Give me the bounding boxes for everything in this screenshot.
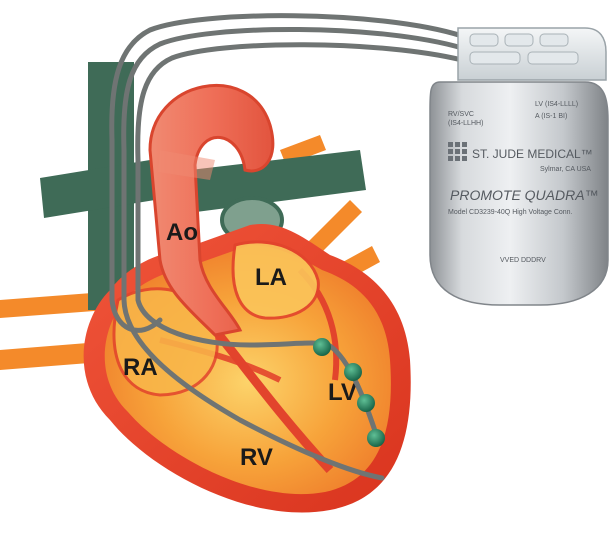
label-ao: Ao (166, 219, 198, 246)
electrode-3 (357, 394, 375, 412)
aorta (148, 84, 275, 337)
electrode-1 (313, 338, 331, 356)
device-location: Sylmar, CA USA (540, 166, 591, 173)
icd-device: RV/SVC (IS4-LLHH) LV (IS4-LLLL) A (IS-1 … (429, 27, 609, 306)
label-lv: LV (328, 379, 357, 406)
sjm-logo-icon (448, 142, 467, 161)
label-la: LA (255, 264, 287, 291)
electrode-4 (367, 429, 385, 447)
device-header-left-1: RV/SVC (448, 111, 474, 118)
device-header-left-2: (IS4-LLHH) (448, 120, 483, 127)
ra-lead (109, 13, 465, 333)
electrode-2 (344, 363, 362, 381)
label-rv: RV (240, 444, 273, 471)
rv-lead (121, 27, 465, 481)
device-product: PROMOTE QUADRA™ (450, 187, 599, 203)
lv-electrodes (313, 338, 385, 447)
device-can (429, 81, 609, 306)
device-model: Model CD3239-40Q High Voltage Conn. (448, 209, 573, 216)
device-mode: VVED DDDRV (500, 257, 546, 264)
device-port-lv: LV (IS4-LLLL) (535, 101, 578, 108)
device-port-a: A (IS-1 BI) (535, 113, 567, 120)
device-brand: ST. JUDE MEDICAL™ (472, 147, 593, 161)
heart (83, 224, 411, 513)
header-connectors (469, 33, 579, 65)
